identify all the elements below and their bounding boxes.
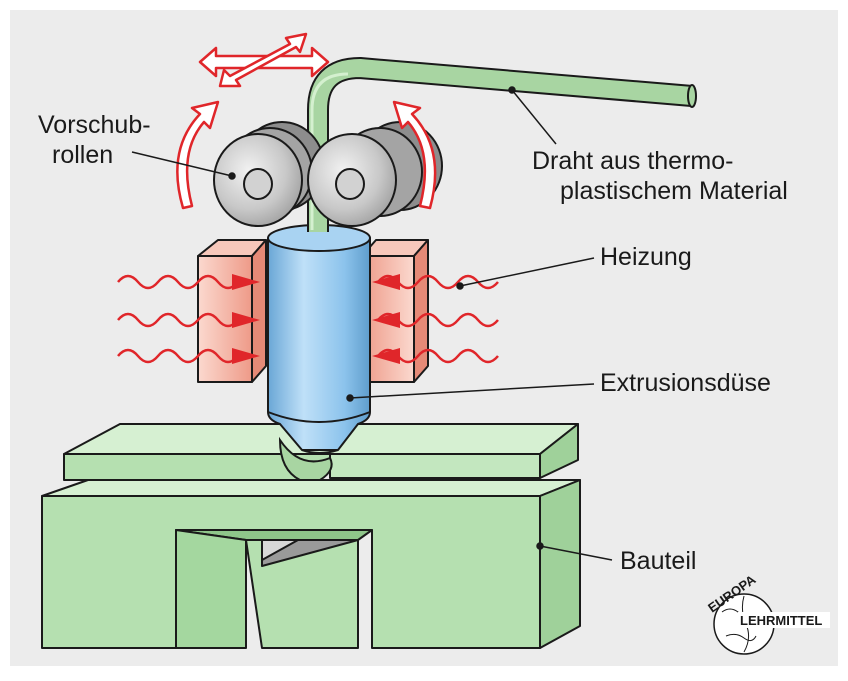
leader-dot-vorschubrollen xyxy=(228,172,236,180)
filament-end xyxy=(687,84,697,108)
leader-vorschubrollen xyxy=(131,151,233,177)
heat-waves-left xyxy=(117,274,239,364)
label-draht-line1: Draht aus thermo- xyxy=(532,147,734,175)
extruded-bead xyxy=(278,436,333,481)
label-extrusionsduese: Extrusionsdüse xyxy=(600,369,771,397)
leader-heizung xyxy=(459,257,595,287)
rotation-arrow-left-icon xyxy=(176,100,220,210)
rotation-arrow-right-icon xyxy=(392,100,437,210)
heat-arrows-left xyxy=(232,274,260,364)
heat-arrows-right xyxy=(372,274,400,364)
label-bauteil: Bauteil xyxy=(620,547,697,575)
extrusion-nozzle xyxy=(267,224,371,454)
label-vorschub-line1: Vorschub- xyxy=(38,111,151,139)
part-base xyxy=(41,479,581,649)
label-heizung: Heizung xyxy=(600,243,692,271)
logo-side-text: LEHRMITTEL xyxy=(740,613,822,628)
filament-highlight xyxy=(310,72,349,230)
label-vorschub-line2: rollen xyxy=(52,141,114,169)
leader-dot-bauteil xyxy=(536,542,544,550)
leader-dot-extrusion xyxy=(346,394,354,402)
leader-dot-heizung xyxy=(456,282,464,290)
move-arrow-y-icon xyxy=(218,32,308,88)
leader-bauteil xyxy=(539,545,613,561)
label-draht-line2: plastischem Material xyxy=(560,177,788,205)
feed-roller-right xyxy=(307,121,443,227)
leader-extrusion xyxy=(349,383,595,399)
leader-dot-draht xyxy=(508,86,516,94)
leader-draht xyxy=(511,89,557,145)
feed-roller-left xyxy=(213,121,325,227)
